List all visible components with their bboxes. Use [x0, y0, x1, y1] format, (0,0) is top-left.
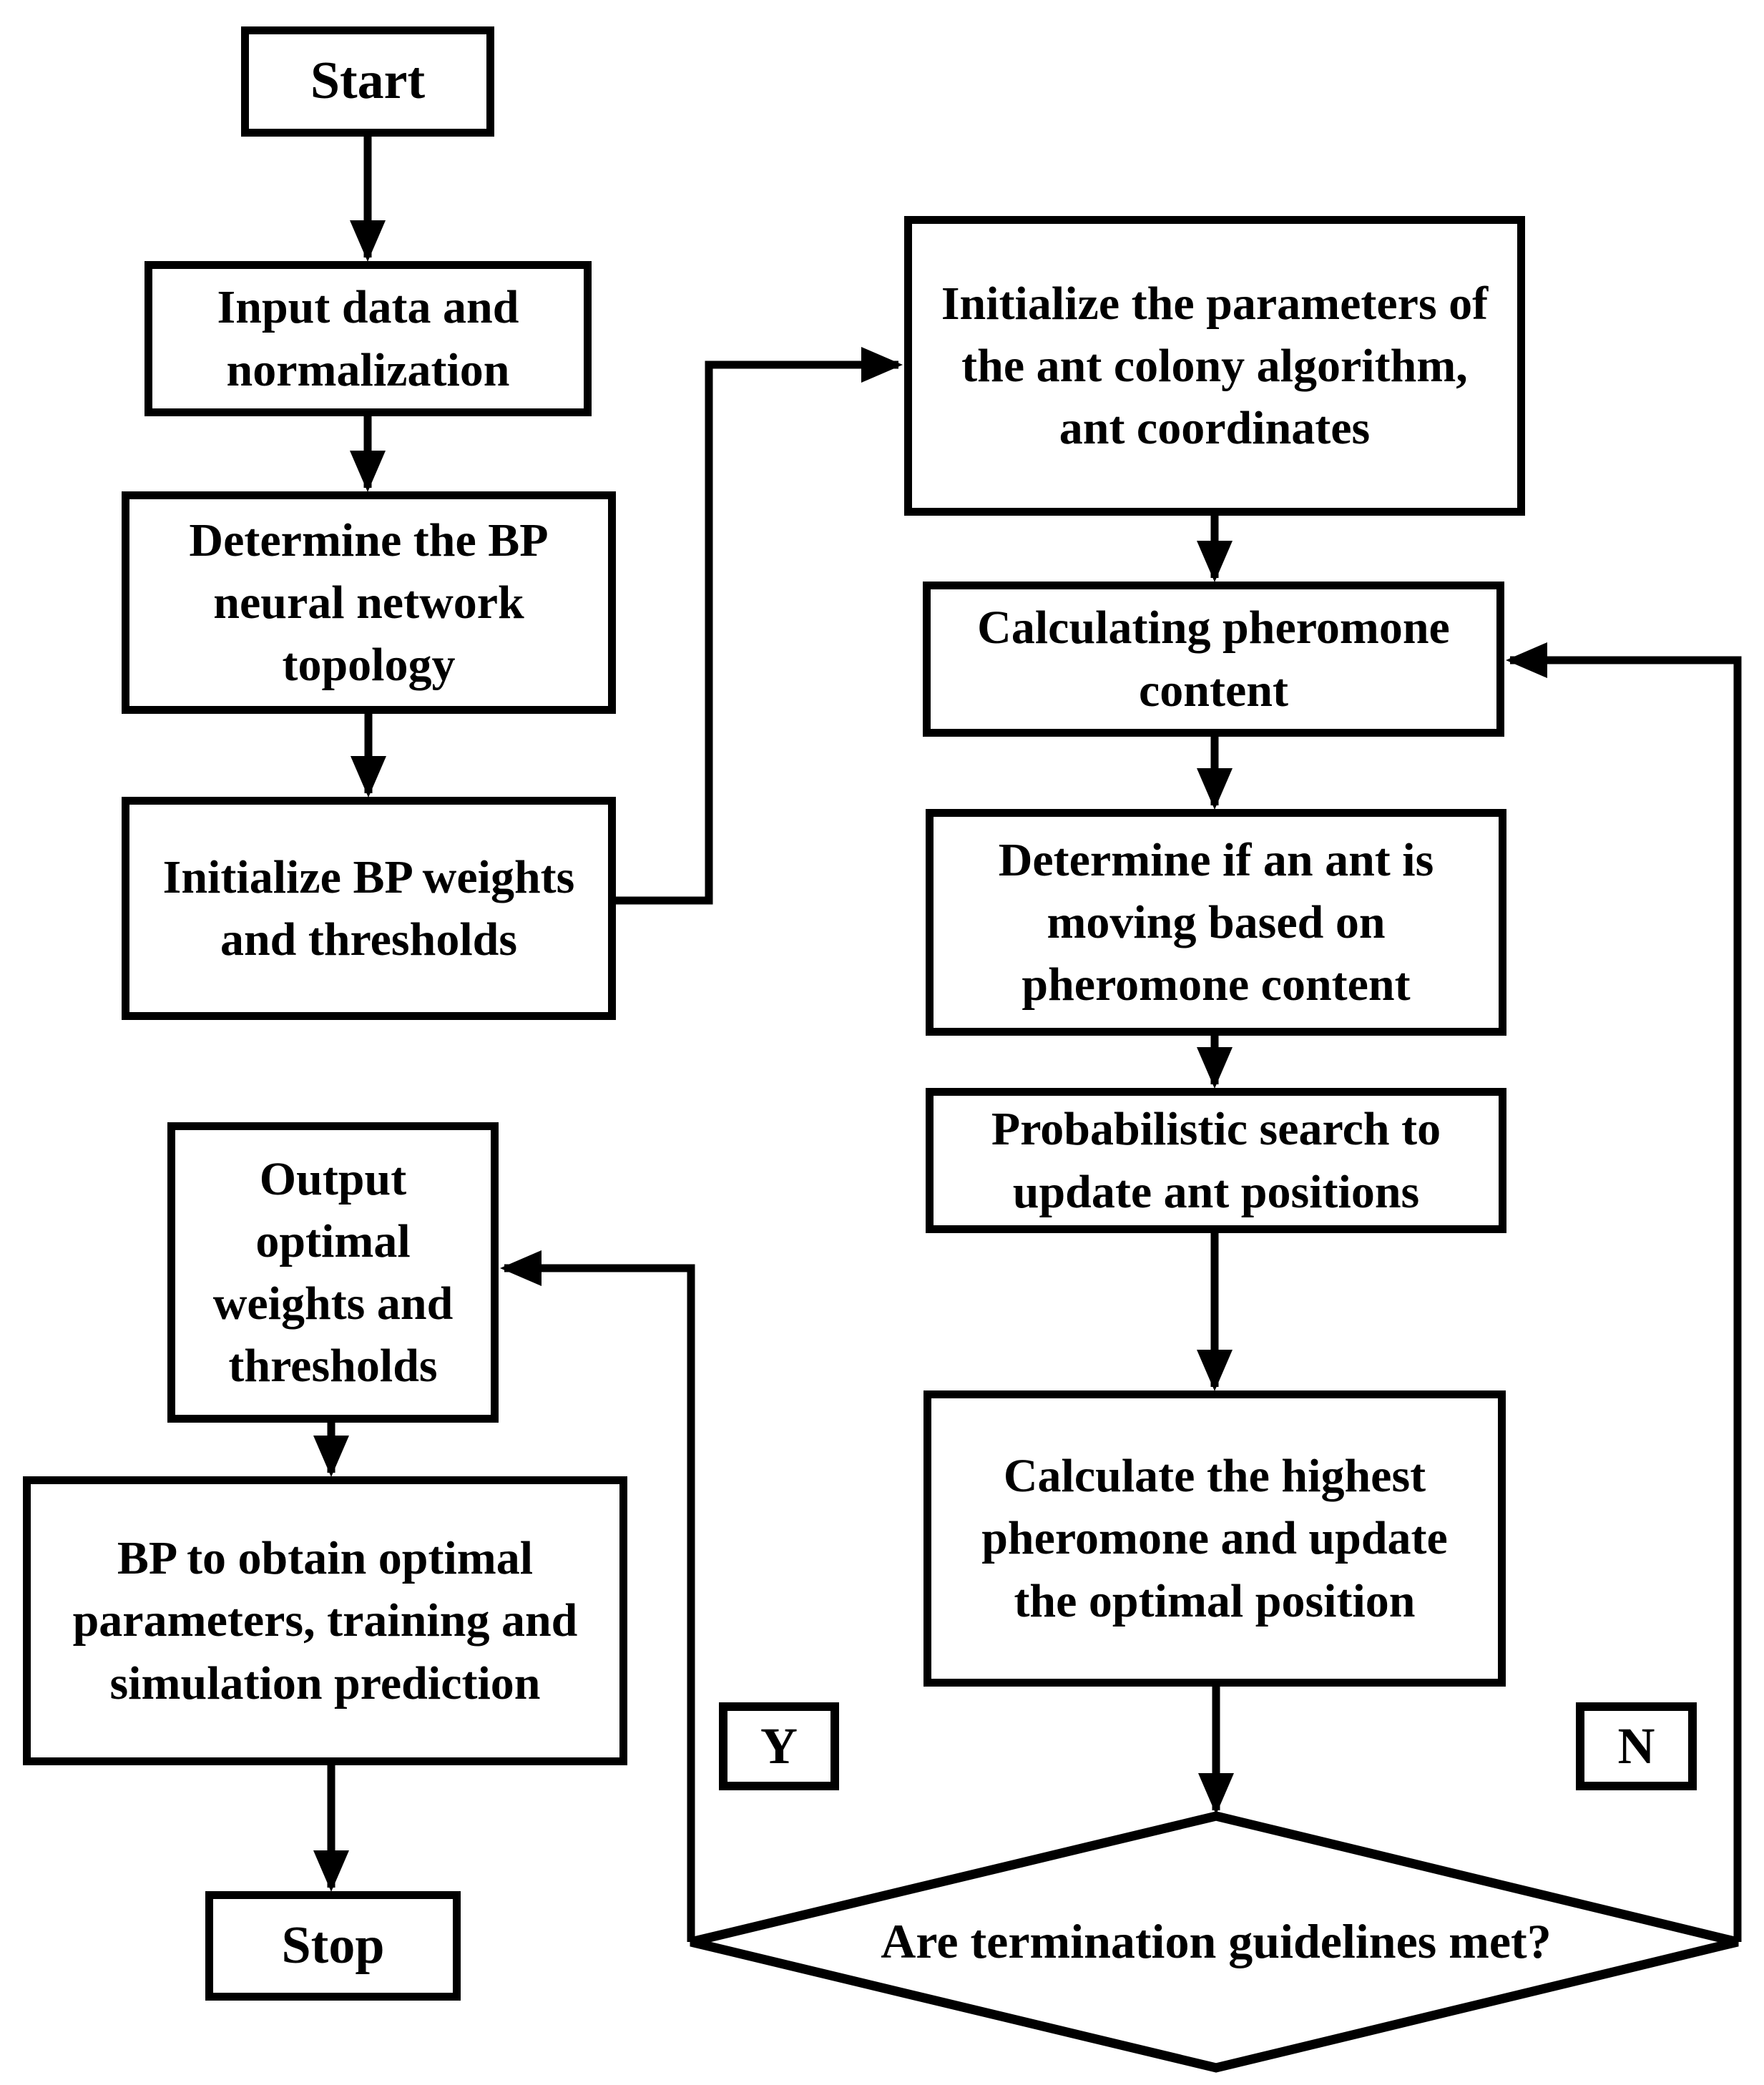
node-calc-highest-pheromone: Calculate the highest pheromone and upda… [923, 1390, 1506, 1687]
decision-diamond-label: Are termination guidelines met? [751, 1895, 1681, 1988]
node-probabilistic-search: Probabilistic search to update ant posit… [926, 1088, 1506, 1233]
node-output-weights-label: Output optimal weights and thresholds [212, 1152, 454, 1393]
node-calc-pheromone: Calculating pheromone content [923, 582, 1504, 737]
node-output-weights: Output optimal weights and thresholds [167, 1122, 499, 1423]
decision-question-text: Are termination guidelines met? [881, 1914, 1552, 1969]
node-init-bp-weights-label: Initialize BP weights and thresholds [162, 850, 575, 966]
node-determine-ant-moving-label: Determine if an ant is moving based on p… [998, 833, 1434, 1011]
node-init-ant-params-label: Initialize the parameters of the ant col… [941, 277, 1489, 455]
edge-label-yes-box: Y [719, 1702, 839, 1790]
node-init-ant-params: Initialize the parameters of the ant col… [904, 216, 1525, 516]
node-stop: Stop [205, 1891, 461, 2001]
node-stop-label: Stop [281, 1915, 385, 1975]
node-determine-topology-label: Determine the BP neural network topology [189, 514, 549, 692]
node-bp-training-label: BP to obtain optimal parameters, trainin… [72, 1532, 578, 1709]
edge-label-no-box: N [1576, 1702, 1697, 1790]
node-start-label: Start [310, 51, 426, 111]
node-input-data-label: Input data and normalization [217, 281, 519, 396]
decision-diamond-shape [690, 1811, 1739, 2073]
node-start: Start [241, 26, 494, 137]
node-init-bp-weights: Initialize BP weights and thresholds [122, 797, 616, 1020]
node-determine-ant-moving: Determine if an ant is moving based on p… [926, 809, 1506, 1036]
node-calc-highest-pheromone-label: Calculate the highest pheromone and upda… [981, 1450, 1448, 1627]
edge-initbp-to-antparams [612, 347, 903, 905]
node-bp-training: BP to obtain optimal parameters, trainin… [23, 1476, 627, 1765]
edge-label-no: N [1617, 1717, 1655, 1775]
node-determine-topology: Determine the BP neural network topology [122, 491, 616, 714]
edge-decision-no-to-pheromone [1506, 642, 1742, 1942]
node-calc-pheromone-label: Calculating pheromone content [977, 602, 1450, 717]
edge-decision-yes-to-output [500, 1250, 695, 1942]
edge-label-yes: Y [760, 1717, 798, 1775]
node-input-data: Input data and normalization [144, 261, 592, 416]
node-probabilistic-search-label: Probabilistic search to update ant posit… [991, 1103, 1441, 1218]
